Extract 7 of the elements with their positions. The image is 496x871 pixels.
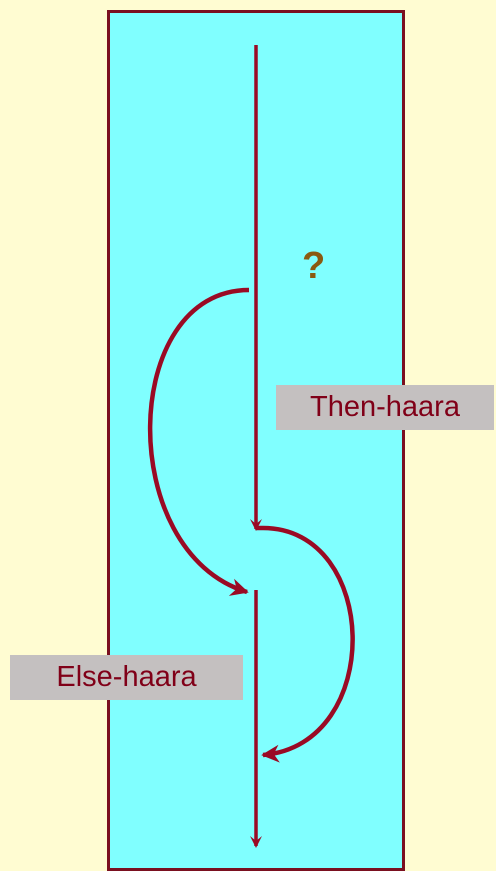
branch-label: Else-haara <box>10 655 243 700</box>
flow-line <box>249 590 263 848</box>
branch-label: Then-haara <box>276 385 494 430</box>
curved-arrow <box>148 288 250 594</box>
curved-arrow <box>256 526 355 760</box>
question-mark: ? <box>302 247 326 285</box>
flow-line <box>249 45 263 531</box>
